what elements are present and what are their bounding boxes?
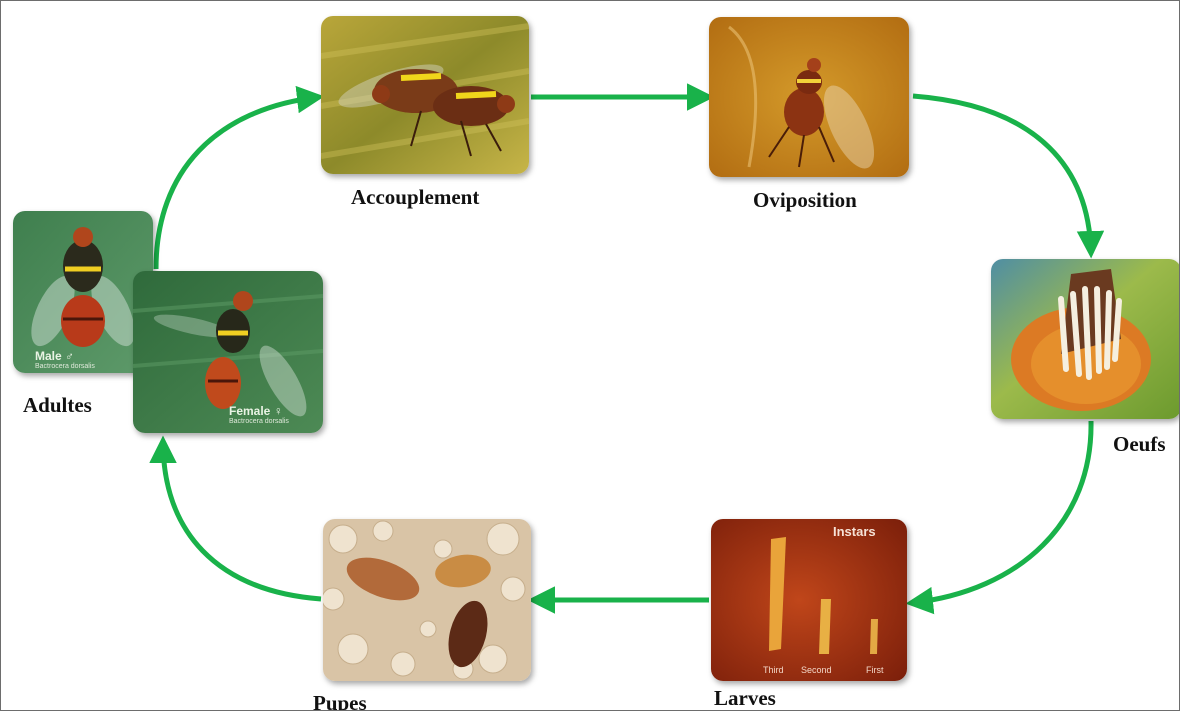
instars-caption: Instars (833, 524, 876, 539)
instar-first-label: First (866, 665, 884, 675)
stage-label-accouplement: Accouplement (351, 185, 479, 210)
adult-female-photo (133, 271, 323, 433)
stage-label-larves: Larves (714, 686, 776, 711)
arrow-pupes-to-adultes (163, 441, 321, 599)
larves-photo (711, 519, 907, 681)
male-species-caption: Bactrocera dorsalis (35, 363, 95, 370)
stage-label-oviposition: Oviposition (753, 188, 857, 213)
arrow-adultes-to-accouplement (156, 97, 319, 269)
accouplement-photo (321, 16, 529, 174)
stage-label-pupes: Pupes (313, 691, 367, 711)
pupes-photo (323, 519, 531, 681)
stage-label-oeufs: Oeufs (1113, 432, 1166, 457)
oeufs-photo (991, 259, 1180, 419)
instar-third-label: Third (763, 665, 784, 675)
female-caption: Female ♀ (229, 404, 283, 418)
stage-label-adultes: Adultes (23, 393, 92, 418)
male-caption: Male ♂ (35, 349, 74, 363)
arrow-oeufs-to-larves (911, 421, 1091, 603)
arrow-oviposition-to-oeufs (913, 96, 1091, 253)
instar-second-label: Second (801, 665, 832, 675)
female-species-caption: Bactrocera dorsalis (229, 418, 289, 425)
oviposition-photo (709, 17, 909, 177)
adult-male-photo (13, 211, 153, 373)
